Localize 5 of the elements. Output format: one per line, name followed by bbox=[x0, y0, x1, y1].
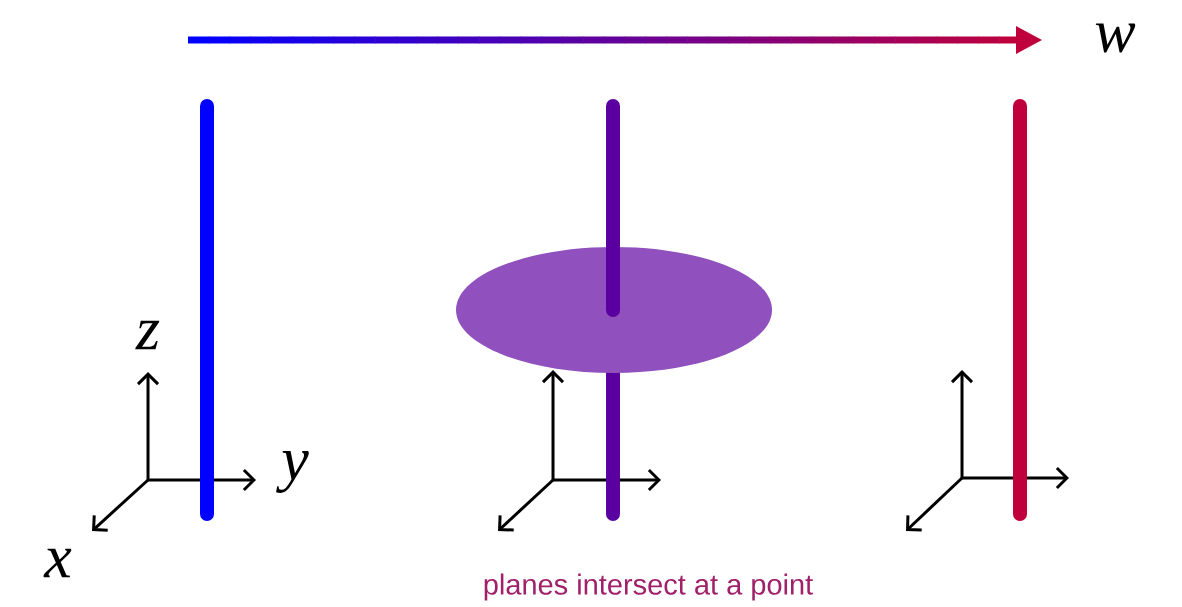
caption: planes intersect at a point bbox=[484, 573, 813, 601]
axis-label: w bbox=[1095, 23, 1136, 53]
axis-label: y bbox=[276, 451, 309, 493]
axis-label: x bbox=[43, 548, 72, 578]
axis-label: z bbox=[135, 320, 160, 350]
